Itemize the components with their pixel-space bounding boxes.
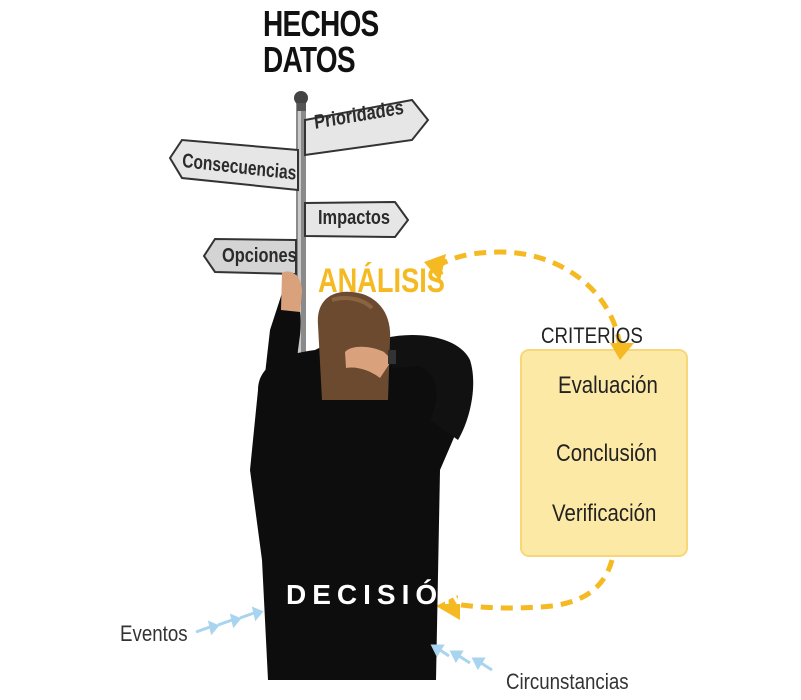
sign-impactos-board: [304, 200, 410, 239]
arrowhead-analysis-icon: [424, 254, 446, 281]
title-line-datos: DATOS: [263, 39, 356, 80]
sign-consecuencias-board: [168, 138, 299, 192]
small-input-arrows-icon: [195, 606, 493, 672]
sign-opciones-board: [202, 237, 297, 276]
criteria-item-evaluacion: Evaluación: [558, 372, 658, 399]
sign-label-opciones: Opciones: [222, 245, 297, 267]
analysis-cycle-arrows: [436, 249, 623, 611]
analysis-label: ANÁLISIS: [318, 262, 445, 300]
sign-label-impactos: Impactos: [318, 207, 391, 229]
criteria-label: CRITERIOS: [541, 323, 643, 348]
arrow-analysis-to-criteria: [436, 249, 623, 347]
page-title: HECHOS DATOS: [263, 3, 379, 80]
person-at-crossroads-illustration: [250, 271, 474, 680]
criteria-item-conclusion: Conclusión: [556, 440, 657, 467]
criteria-box: [520, 349, 688, 557]
input-label-eventos: Eventos: [120, 621, 188, 646]
arrowhead-decision-icon: [436, 594, 460, 620]
decision-label: DECISIÓN: [286, 579, 470, 610]
criteria-item-verificacion: Verificación: [552, 500, 657, 527]
signpost-cap-icon: [294, 91, 308, 105]
arrowhead-criteria-icon: [610, 343, 634, 360]
arrow-box-to-decision: [454, 559, 615, 611]
title-line-hechos: HECHOS: [263, 3, 379, 44]
person-head: [317, 291, 391, 400]
sign-prioridades-board: [304, 98, 430, 157]
input-label-circunstancias: Circunstancias: [506, 669, 629, 694]
person-suit: [250, 335, 469, 680]
signpost-icon: [168, 98, 430, 276]
